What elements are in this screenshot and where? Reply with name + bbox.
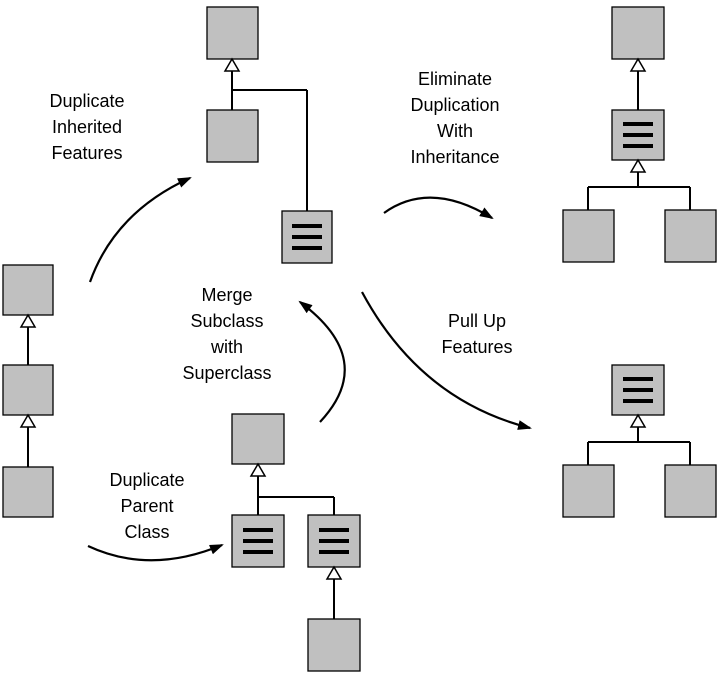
feature-lines-icon [623,122,653,148]
flow-arrow-to-duplicate-inherited [88,176,192,283]
feature-lines-icon [623,377,653,403]
label-line: Superclass [182,363,272,383]
inherit-arrow-icon [629,57,647,72]
left-middle-class [2,364,54,416]
left-bottom-class [2,466,54,518]
label-duplicate-parent-class: Duplicate Parent Class [102,467,192,545]
left-top-class [2,264,54,316]
tm-feature-class [281,210,333,264]
flow-arrow-to-duplicate-parent [87,543,224,562]
feature-lines-icon [292,224,322,250]
inherit-arrow-icon [223,57,241,72]
inherit-arrow-icon [325,565,343,580]
flow-arrow-to-merge-subclass [298,300,346,423]
inherit-arrow-icon [629,158,647,173]
bm-bottom-class [307,618,361,672]
label-line: Subclass [190,311,264,331]
label-line: Merge [201,285,253,305]
label-line: Features [51,143,123,163]
top-right-hierarchy [562,6,717,263]
feature-lines-icon [319,528,349,554]
label-line: Class [124,522,170,542]
label-line: Features [441,337,513,357]
label-line: Pull Up [447,311,507,331]
label-line: Duplication [410,95,500,115]
label-line: Inherited [51,117,123,137]
label-duplicate-inherited-features: Duplicate Inherited Features [42,88,132,166]
top-middle-hierarchy [206,6,333,264]
label-line: With [437,121,473,141]
label-pull-up-features: Pull Up Features [432,308,522,360]
tm-top-class [206,6,259,60]
label-line: Eliminate [417,69,493,89]
inherit-arrow-icon [629,413,647,428]
inherit-arrow-icon [19,313,37,328]
feature-lines-icon [243,528,273,554]
br-left-subclass [562,464,615,518]
left-hierarchy [2,264,54,518]
label-line: Inheritance [410,147,500,167]
label-line: Parent [120,496,174,516]
inherit-arrow-icon [19,413,37,428]
bottom-right-hierarchy [562,364,717,518]
tr-right-subclass [664,209,717,263]
flow-arrow-to-pull-up [361,291,532,430]
label-line: Duplicate [49,91,125,111]
tr-left-subclass [562,209,615,263]
label-line: with [210,337,243,357]
tr-top-class [611,6,665,60]
bm-top-class [231,413,285,465]
label-line: Duplicate [109,470,185,490]
inherit-arrow-icon [249,462,267,477]
label-merge-subclass: Merge Subclass with Superclass [172,282,282,386]
tm-middle-class [206,109,259,163]
flow-arrow-to-eliminate-duplication [383,196,494,220]
bottom-middle-hierarchy [231,413,361,672]
br-right-subclass [664,464,717,518]
label-eliminate-duplication: Eliminate Duplication With Inheritance [400,66,510,170]
